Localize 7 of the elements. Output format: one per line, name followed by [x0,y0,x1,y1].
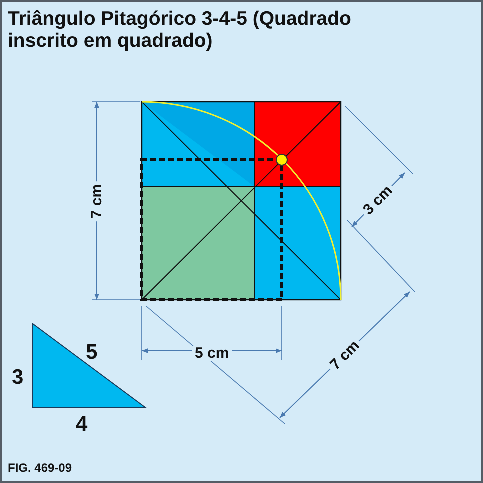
side-length-label: 4 [76,414,88,434]
dimension-label: 5 cm [192,346,232,360]
figure-number: FIG. 469-09 [8,462,72,474]
dimension-label: 7 cm [90,180,105,222]
side-length-label: 3 [12,366,24,388]
side-length-label: 5 [86,342,98,362]
title: Triângulo Pitagórico 3-4-5 (Quadrado inscrito em quadrado) [8,8,352,53]
